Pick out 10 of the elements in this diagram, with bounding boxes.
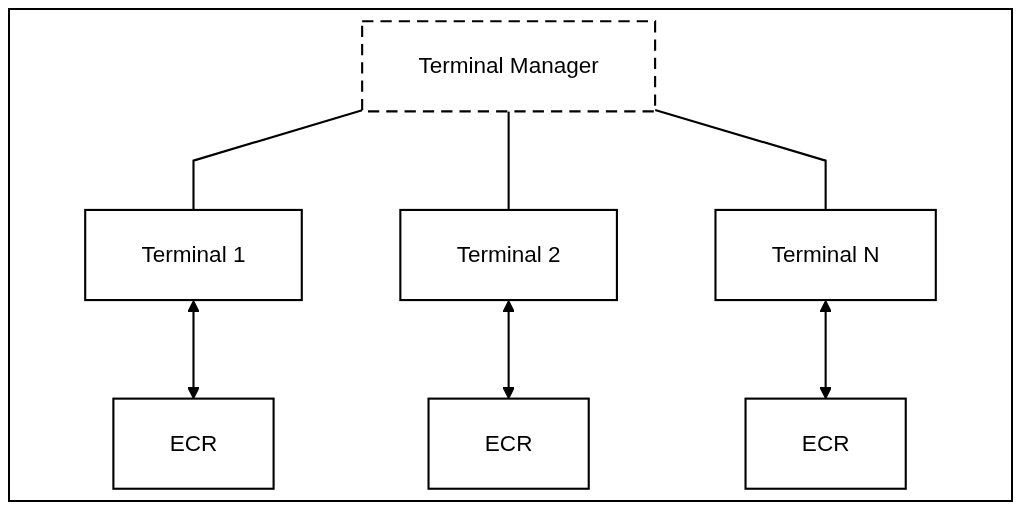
connector [654,108,827,210]
connector [507,111,510,210]
node-box: Terminal Manager [361,20,657,113]
node-box: Terminal 1 [84,208,303,302]
node-box: ECR [112,397,275,490]
connector [192,109,363,210]
node-box: Terminal 2 [399,208,618,302]
node-box: ECR [744,397,907,490]
node-box: Terminal N [714,208,937,302]
node-box: ECR [427,397,590,490]
